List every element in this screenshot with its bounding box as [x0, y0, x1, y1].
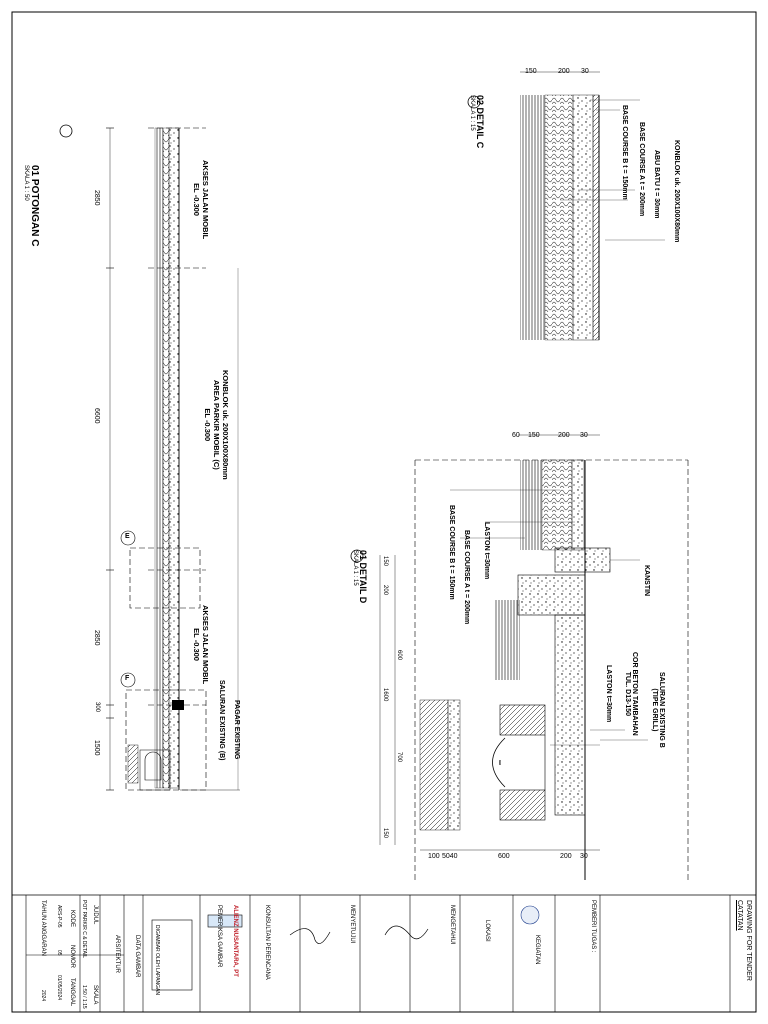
detail-d-dim-side-2: 600 — [396, 650, 402, 661]
detail-d-number: 01 — [358, 550, 368, 561]
tb-header: DRAWING FOR TENDER CATATAN — [736, 900, 752, 981]
dim-150: 150 — [528, 432, 540, 439]
tb-skala: SKALA — [92, 985, 98, 1005]
tul-label: TUL. D13-150 — [624, 671, 631, 717]
dim-6600: 6600 — [93, 408, 100, 424]
detail-d-title: 01 DETAIL D SKALA 1 : 15 — [352, 550, 368, 603]
tb-digambar: DIGAMBAR OLEH LAPANGAN — [154, 925, 160, 995]
marker-f: F — [125, 675, 130, 682]
detail-c-drawing — [467, 71, 665, 341]
dim-300: 300 — [94, 702, 100, 713]
tb-catatan: CATATAN — [736, 900, 743, 931]
tb-nomor-val: 05 — [56, 950, 62, 956]
detail-d-title-text: DETAIL D — [358, 562, 368, 604]
tb-kegiatan: KEGIATAN — [534, 935, 540, 965]
detail-d-label-3: KANSTIN — [643, 565, 650, 597]
dim-600: 600 — [498, 853, 510, 860]
tb-arsitektur: ARSITEKTUR — [114, 935, 120, 974]
tb-pemberi-tugas: PEMBERI TUGAS : — [590, 900, 596, 953]
detail-c-label-3: BASE COURSE B t = 150mm — [621, 105, 628, 200]
detail-d-dim-side-1: 200 — [382, 585, 388, 596]
tipe-grill-label: (TIPE GRILL) — [651, 688, 658, 732]
detail-d-label-0: BASE COURSE B t = 150mm — [448, 505, 455, 600]
detail-d-dim-side-0: 150 — [382, 556, 388, 567]
tb-mengetahui: MENGETAHUI — [449, 905, 455, 945]
detail-d-label-4: SALURAN EXISTING B (TIPE GRILL) — [651, 672, 665, 748]
tb-konsultan: KONSULTAN PERENCANA — [264, 905, 270, 980]
section-c-number: 01 — [29, 165, 40, 177]
detail-c-dim-2: 30 — [581, 68, 589, 75]
dim-5040: 5040 — [442, 853, 458, 860]
detail-d-dim-side-4: 150 — [382, 828, 388, 839]
dim-2850-a: 2850 — [93, 190, 100, 206]
tb-tanggal-val: 01/05/2024 — [56, 975, 62, 1001]
tb-skala-val: 1:50 / 1:15 — [81, 985, 87, 1009]
saluran-label: SALURAN EXISTING (B) — [218, 680, 225, 761]
access-right-title: AKSES JALAN MOBIL — [201, 605, 210, 685]
detail-d-label-2: LASTON t=30mm — [483, 522, 490, 580]
tb-judul: JUDUL — [92, 905, 98, 925]
section-c-drawing — [59, 124, 240, 791]
access-right-elev: EL -0.300 — [192, 628, 201, 661]
pagar-label: PAGAR EXISTING — [233, 700, 240, 760]
parking-title: AREA PARKIR MOBIL (C) — [212, 379, 221, 470]
detail-c-label-1: ABU BATU t = 30mm — [653, 150, 660, 219]
detail-c-dim-0: 150 — [525, 68, 537, 75]
tb-data-gambar: DATA GAMBAR — [134, 935, 140, 978]
tb-tahun: TAHUN ANGGARAN — [40, 900, 46, 956]
dim-2850-b: 2850 — [93, 630, 100, 646]
section-c-access-left: AKSES JALAN MOBIL EL -0.300 — [192, 160, 210, 239]
dim-200-b: 200 — [560, 853, 572, 860]
detail-c-label-0: KONBLOK uk. 200X100X80mm — [673, 140, 680, 243]
title-block-grid — [25, 895, 731, 1012]
detail-d-label-8: LASTON t=30mm — [605, 665, 612, 723]
access-left-elev: EL -0.300 — [192, 183, 201, 216]
detail-d-drawing — [350, 434, 689, 880]
section-c-parking: KONBLOK uk. 200X100X80mm AREA PARKIR MOB… — [203, 370, 230, 480]
marker-e: E — [125, 533, 130, 540]
sheet-border — [11, 11, 757, 1013]
tb-menyetujui: MENYETUJUI — [349, 905, 355, 944]
tb-konsultan-name: ALIENZ NUSANTARA, PT — [232, 905, 238, 977]
detail-d-label-1: BASE COURSE A t = 200mm — [463, 530, 470, 625]
tb-kode-val: ARS-P-05 — [56, 905, 62, 928]
detail-d-dim-side-3: 700 — [396, 752, 402, 763]
dim-30-b: 30 — [580, 853, 588, 860]
tb-pemeriksa: PEMERIKSA GAMBAR — [216, 905, 222, 968]
detail-c-label-2: BASE COURSE A t = 200mm — [638, 122, 645, 217]
detail-c-number: 02 — [475, 95, 485, 106]
dim-30: 30 — [580, 432, 588, 439]
saluran-b-label: SALURAN EXISTING B — [658, 672, 665, 748]
detail-c-title-text: DETAIL C — [475, 107, 485, 149]
tb-judul-val: POT PARKIR C & DETAIL — [81, 900, 87, 959]
section-c-title-text: POTONGAN C — [29, 178, 40, 247]
tb-drawing-for-tender: DRAWING FOR TENDER — [745, 900, 752, 981]
tb-nomor: NOMOR — [69, 945, 75, 968]
detail-c-title: 02 DETAIL C SKALA 1 : 15 — [469, 95, 485, 148]
detail-c-dim-1: 200 — [558, 68, 570, 75]
dim-1500: 1500 — [93, 740, 100, 756]
detail-d-label-6: COR BETON TAMBAHAN TUL. D13-150 — [624, 652, 638, 736]
tb-lokasi: LOKASI — [484, 920, 490, 942]
section-c-title: 01 POTONGAN C SKALA 1 : 50 — [23, 165, 40, 247]
parking-material: KONBLOK uk. 200X100X80mm — [221, 370, 230, 480]
tb-tahun-val: 2024 — [40, 990, 46, 1002]
access-left-title: AKSES JALAN MOBIL — [201, 160, 210, 240]
tb-kode: KODE — [69, 910, 75, 928]
tb-tanggal: TANGGAL — [69, 978, 75, 1007]
dim-200: 200 — [558, 432, 570, 439]
parking-elev: EL -0.300 — [203, 408, 212, 442]
detail-d-dim-side-5: 1600 — [382, 688, 388, 702]
section-c-access-right: AKSES JALAN MOBIL EL -0.300 — [192, 605, 210, 684]
cor-beton-label: COR BETON TAMBAHAN — [631, 652, 638, 736]
dim-100: 100 — [428, 853, 440, 860]
dim-60: 60 — [512, 432, 520, 439]
